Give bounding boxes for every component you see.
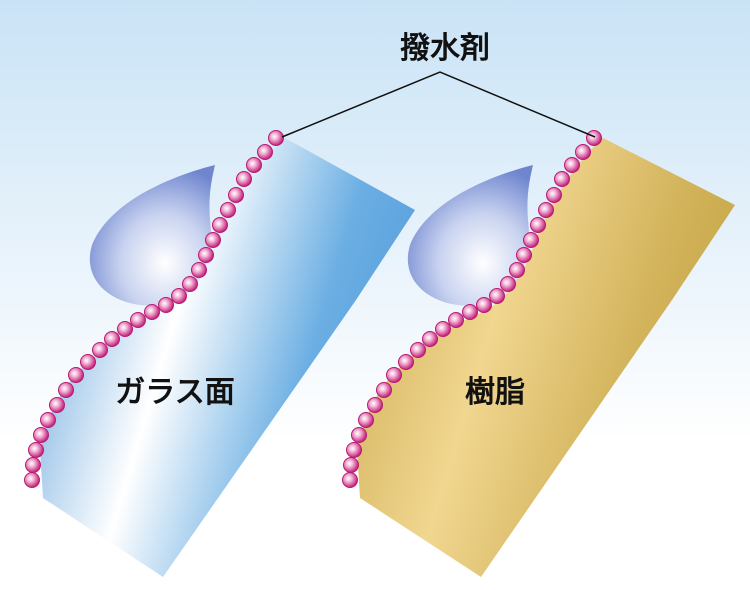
water-droplet-icon bbox=[407, 165, 533, 306]
molecule-bead bbox=[546, 187, 562, 203]
molecule-bead bbox=[33, 427, 49, 443]
molecule-bead bbox=[117, 321, 133, 337]
repellent-molecule-beads bbox=[24, 130, 284, 488]
molecule-bead bbox=[191, 262, 207, 278]
molecule-bead bbox=[575, 144, 591, 160]
molecule-bead bbox=[144, 304, 160, 320]
repellent-title: 撥水剤 bbox=[400, 31, 490, 66]
molecule-bead bbox=[28, 442, 44, 458]
molecule-bead bbox=[342, 472, 358, 488]
molecule-bead bbox=[257, 144, 273, 160]
molecule-bead bbox=[386, 367, 402, 383]
molecule-bead bbox=[158, 297, 174, 313]
molecule-bead bbox=[205, 232, 221, 248]
molecule-bead bbox=[343, 457, 359, 473]
molecule-bead bbox=[398, 354, 414, 370]
molecule-bead bbox=[220, 202, 236, 218]
molecule-bead bbox=[246, 157, 262, 173]
glass-label: ガラス面 bbox=[115, 375, 234, 410]
molecule-bead bbox=[509, 262, 525, 278]
molecule-bead bbox=[49, 397, 65, 413]
molecule-bead bbox=[236, 171, 252, 187]
molecule-bead bbox=[228, 187, 244, 203]
molecule-bead bbox=[40, 412, 56, 428]
glass-surface bbox=[40, 138, 415, 577]
molecule-bead bbox=[554, 171, 570, 187]
molecule-bead bbox=[564, 157, 580, 173]
resin-panel: 樹脂 bbox=[342, 130, 735, 577]
resin-surface bbox=[357, 138, 735, 577]
repellent-molecule-beads bbox=[342, 130, 602, 488]
resin-label: 樹脂 bbox=[465, 375, 525, 410]
molecule-bead bbox=[489, 288, 505, 304]
molecule-bead bbox=[351, 427, 367, 443]
molecule-bead bbox=[346, 442, 362, 458]
molecule-bead bbox=[376, 382, 392, 398]
molecule-bead bbox=[435, 321, 451, 337]
molecule-bead bbox=[24, 472, 40, 488]
water-droplet-icon bbox=[89, 165, 215, 306]
molecule-bead bbox=[171, 288, 187, 304]
molecule-bead bbox=[448, 312, 464, 328]
molecule-bead bbox=[500, 276, 516, 292]
molecule-bead bbox=[462, 304, 478, 320]
molecule-bead bbox=[92, 342, 108, 358]
molecule-bead bbox=[198, 247, 214, 263]
molecule-bead bbox=[538, 202, 554, 218]
molecule-bead bbox=[523, 232, 539, 248]
molecule-bead bbox=[104, 331, 120, 347]
molecule-bead bbox=[268, 130, 284, 146]
molecule-bead bbox=[182, 276, 198, 292]
callout-lines bbox=[281, 71, 596, 138]
molecule-bead bbox=[516, 247, 532, 263]
molecule-bead bbox=[58, 382, 74, 398]
molecule-bead bbox=[80, 354, 96, 370]
molecule-bead bbox=[358, 412, 374, 428]
molecule-bead bbox=[422, 331, 438, 347]
molecule-bead bbox=[68, 367, 84, 383]
molecule-bead bbox=[25, 457, 41, 473]
molecule-bead bbox=[212, 217, 228, 233]
molecule-bead bbox=[130, 312, 146, 328]
molecule-bead bbox=[367, 397, 383, 413]
molecule-bead bbox=[530, 217, 546, 233]
molecule-bead bbox=[476, 297, 492, 313]
glass-panel: ガラス面 bbox=[24, 130, 415, 577]
molecule-bead bbox=[410, 342, 426, 358]
molecule-bead bbox=[586, 130, 602, 146]
